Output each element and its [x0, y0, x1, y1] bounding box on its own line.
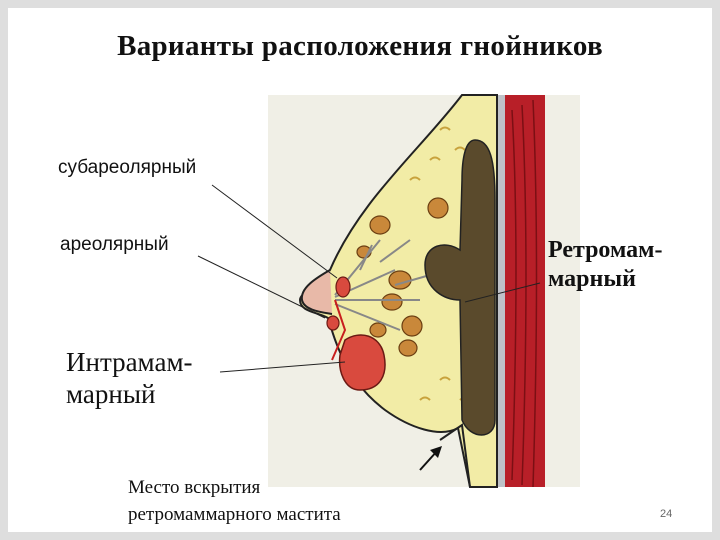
- label-intramammary: Интрамам- марный: [66, 346, 193, 410]
- label-incision-line2: ретромаммарного мастита: [128, 504, 341, 525]
- label-areolar: ареолярный: [60, 234, 169, 255]
- pectoral-muscle: [505, 95, 545, 487]
- fascia-layer: [497, 95, 505, 487]
- inframammary-fold: [439, 423, 471, 488]
- slide-title: Варианты расположения гнойников: [117, 30, 603, 62]
- muscle-fibers: [511, 99, 538, 488]
- label-retromammary: Ретромам- марный: [548, 236, 663, 294]
- subareolar-abscess: [335, 276, 351, 298]
- incision-arrow-head: [430, 446, 442, 458]
- nipple-areola: [300, 269, 333, 315]
- milk-ducts: [334, 239, 431, 331]
- glandular-lobules: [356, 197, 449, 357]
- label-retromammary-line2: марный: [548, 266, 636, 292]
- label-retromammary-line1: Ретромам-: [548, 237, 663, 263]
- areolar-abscess: [326, 315, 340, 331]
- label-incision-site: Место вскрытия ретромаммарного мастита: [128, 474, 341, 528]
- label-incision-line1: Место вскрытия: [128, 477, 261, 498]
- label-intramammary-line1: Интрамам-: [66, 347, 193, 377]
- page-number: 24: [660, 508, 673, 520]
- label-subareolar: субареолярный: [58, 157, 197, 178]
- label-intramammary-line2: марный: [66, 379, 156, 409]
- retromammary-abscess: [424, 139, 496, 436]
- incision-marks: [331, 299, 347, 361]
- leader-lines: [197, 184, 541, 373]
- intramammary-abscess: [338, 334, 386, 391]
